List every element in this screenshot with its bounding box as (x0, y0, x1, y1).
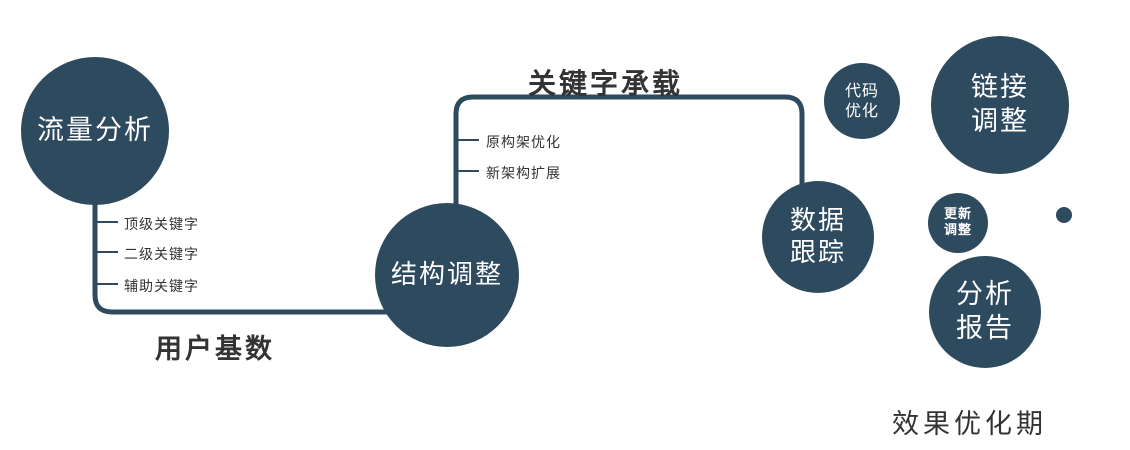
node-link-adjustment-line2: 调整 (971, 106, 1029, 137)
node-data-tracking: 数据 跟踪 (762, 181, 874, 293)
node-structure-adjustment-label: 结构调整 (390, 259, 503, 290)
node-analysis-report-line2: 报告 (956, 313, 1014, 344)
branch-label-auxiliary-keywords: 辅助关键字 (124, 279, 199, 295)
node-link-adjustment-line1: 链接 (971, 72, 1029, 104)
node-data-tracking-line2: 跟踪 (789, 238, 846, 268)
node-data-tracking-line1: 数据 (789, 205, 846, 236)
edge-label-keyword-bearing: 关键字承载 (528, 67, 684, 100)
node-analysis-report: 分析 报告 (929, 256, 1041, 368)
node-link-adjustment: 链接 调整 (931, 36, 1069, 174)
node-code-optimization-line1: 代码 (844, 81, 879, 100)
node-traffic-analysis: 流量分析 (21, 57, 169, 205)
connector-traffic-to-structure (92, 190, 420, 315)
node-code-optimization-line2: 优化 (844, 101, 879, 120)
node-analysis-report-line1: 分析 (956, 279, 1014, 311)
node-update-adjustment-line2: 调整 (943, 223, 972, 238)
branch-label-top-keywords: 顶级关键字 (124, 217, 199, 233)
node-code-optimization: 代码 优化 (824, 63, 900, 139)
footer-label-optimization-period: 效果优化期 (892, 409, 1047, 440)
branch-label-secondary-keywords: 二级关键字 (124, 247, 199, 263)
node-structure-adjustment: 结构调整 (375, 203, 519, 347)
node-traffic-analysis-label: 流量分析 (37, 115, 153, 147)
node-small-dot (1056, 207, 1072, 223)
node-update-adjustment: 更新 调整 (928, 193, 988, 253)
edge-label-user-base: 用户基数 (155, 334, 275, 365)
branch-label-original-architecture: 原构架优化 (486, 135, 561, 151)
node-update-adjustment-line1: 更新 (943, 206, 972, 222)
branch-label-new-architecture: 新架构扩展 (486, 166, 561, 182)
connector-structure-to-tracking (453, 94, 805, 220)
